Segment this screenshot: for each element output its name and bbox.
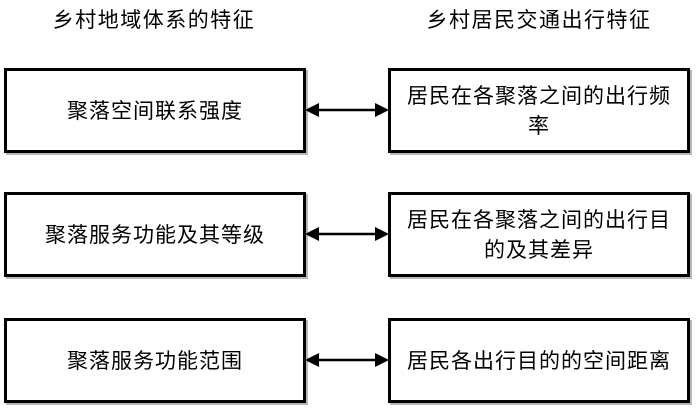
node-right-1-label: 居民在各聚落之间的出行频率 [407, 83, 671, 138]
connector-arrow-1 [303, 99, 391, 121]
node-right-2[interactable]: 居民在各聚落之间的出行目的及其差异 [388, 192, 690, 277]
column-header-right: 乡村居民交通出行特征 [426, 8, 652, 32]
node-left-2[interactable]: 聚落服务功能及其等级 [4, 192, 306, 277]
column-header-left: 乡村地域体系的特征 [52, 8, 256, 32]
node-right-2-label: 居民在各聚落之间的出行目的及其差异 [407, 207, 671, 262]
node-left-1-label: 聚落空间联系强度 [67, 98, 243, 123]
node-left-3-label: 聚落服务功能范围 [67, 348, 243, 373]
node-right-3-label: 居民各出行目的的空间距离 [407, 348, 671, 373]
connector-arrow-2 [303, 223, 391, 245]
node-left-1[interactable]: 聚落空间联系强度 [4, 68, 306, 153]
node-left-3[interactable]: 聚落服务功能范围 [4, 318, 306, 403]
node-right-1[interactable]: 居民在各聚落之间的出行频率 [388, 68, 690, 153]
connector-arrow-3 [303, 349, 391, 371]
node-right-3[interactable]: 居民各出行目的的空间距离 [388, 318, 690, 403]
node-left-2-label: 聚落服务功能及其等级 [45, 222, 265, 247]
